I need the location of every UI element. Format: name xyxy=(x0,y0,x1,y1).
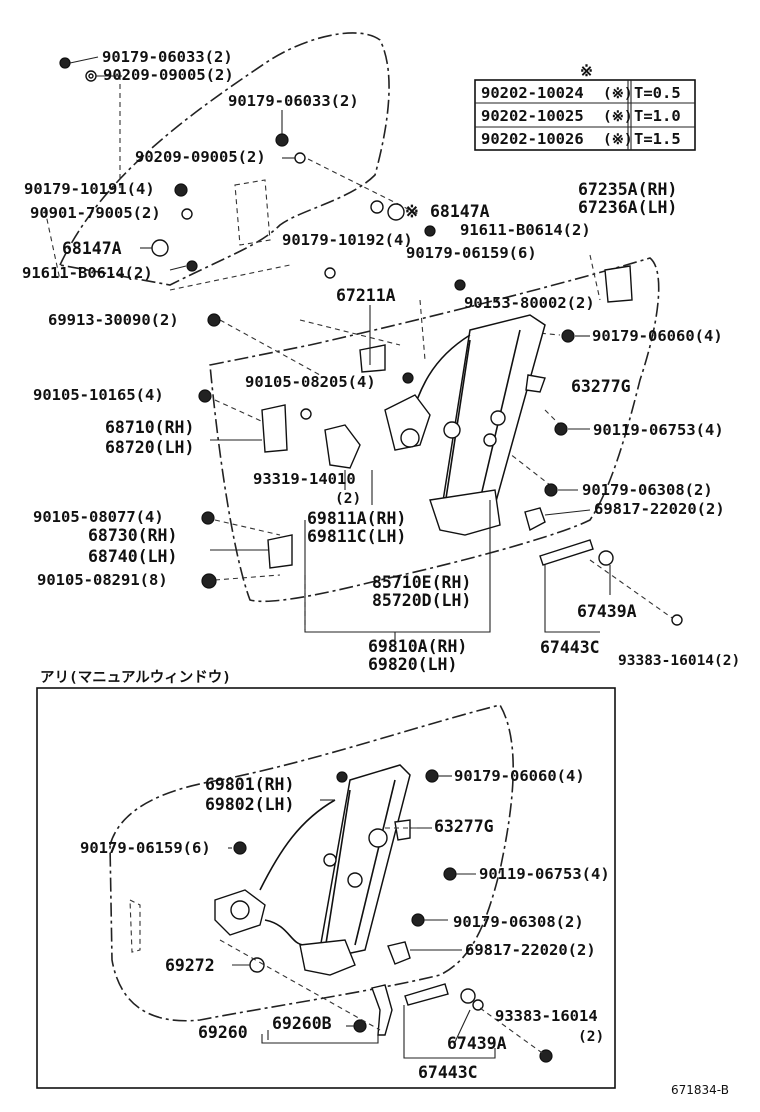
label-b-93383-16014-qty: (2) xyxy=(578,1029,604,1045)
shim-table-mark: ※ xyxy=(580,62,593,80)
label-90105-08291: 90105-08291(8) xyxy=(37,571,168,589)
drawing-id: 671834-B xyxy=(671,1083,729,1097)
label-90179-10192: 90179-10192(4) xyxy=(282,231,413,249)
label-b-90179-06060: 90179-06060(4) xyxy=(454,767,585,785)
label-93383-16014: 93383-16014(2) xyxy=(618,653,740,669)
label-69260: 69260 xyxy=(198,1023,248,1042)
label-90901-79005: 90901-79005(2) xyxy=(30,204,161,222)
label-b-90179-06159: 90179-06159(6) xyxy=(80,839,211,857)
label-90153-80002: 90153-80002(2) xyxy=(464,294,595,312)
shim-row-1-part: 90202-10024 xyxy=(481,84,584,102)
label-93319-14010: 93319-14010 xyxy=(253,470,356,488)
shim-row-1-thickness: T=0.5 xyxy=(634,84,681,102)
label-b-63277g: 63277G xyxy=(434,817,494,836)
label-90179-06308: 90179-06308(2) xyxy=(582,481,713,499)
label-85720d-lh: 85720D(LH) xyxy=(372,591,471,610)
label-90209-09005-a: 90209-09005(2) xyxy=(103,66,234,84)
label-69817-22020: 69817-22020(2) xyxy=(594,500,725,518)
label-69811a-rh: 69811A(RH) xyxy=(307,509,406,528)
fastener-markers-top xyxy=(59,57,683,626)
shim-table: ※ 90202-10024 (※) T=0.5 90202-10025 (※) … xyxy=(474,62,696,151)
label-69802-lh: 69802(LH) xyxy=(205,795,294,814)
label-69810a-rh: 69810A(RH) xyxy=(368,637,467,656)
window-regulator-bottom xyxy=(214,764,449,1036)
label-68730-rh: 68730(RH) xyxy=(88,526,177,545)
shim-row-2-thickness: T=1.0 xyxy=(634,107,681,125)
shim-row-3-thickness: T=1.5 xyxy=(634,130,681,148)
label-90105-08205: 90105-08205(4) xyxy=(245,373,376,391)
label-90105-10165: 90105-10165(4) xyxy=(33,386,164,404)
label-b-90179-06308: 90179-06308(2) xyxy=(453,913,584,931)
label-b-69817-22020: 69817-22020(2) xyxy=(465,941,596,959)
label-69272: 69272 xyxy=(165,956,215,975)
label-b-90119-06753: 90119-06753(4) xyxy=(479,865,610,883)
label-90179-06159: 90179-06159(6) xyxy=(406,244,537,262)
label-69811c-lh: 69811C(LH) xyxy=(307,527,406,546)
label-68147a-b: 68147A xyxy=(62,239,122,258)
label-67211a: 67211A xyxy=(336,286,396,305)
leader-lines-top xyxy=(69,56,611,595)
label-69820-lh: 69820(LH) xyxy=(368,655,457,674)
label-67439a: 67439A xyxy=(577,602,637,621)
mark-asterisk: ※ xyxy=(405,202,419,221)
door-inner-panel-outline xyxy=(209,257,660,603)
label-93319-14010-qty: (2) xyxy=(335,491,361,507)
label-67236a-lh: 67236A(LH) xyxy=(578,198,677,217)
label-90179-10191: 90179-10191(4) xyxy=(24,180,155,198)
inset-frame xyxy=(36,687,616,1089)
label-91611-b0614-a: 91611-B0614(2) xyxy=(460,221,591,239)
label-90209-09005-b: 90209-09005(2) xyxy=(135,148,266,166)
label-b-67439a: 67439A xyxy=(447,1034,507,1053)
shim-row-3-part: 90202-10026 xyxy=(481,130,584,148)
label-68740-lh: 68740(LH) xyxy=(88,547,177,566)
label-b-67443c: 67443C xyxy=(418,1063,478,1082)
label-90179-06033-b: 90179-06033(2) xyxy=(228,92,359,110)
label-68720-lh: 68720(LH) xyxy=(105,438,194,457)
label-68710-rh: 68710(RH) xyxy=(105,418,194,437)
label-90105-08077: 90105-08077(4) xyxy=(33,508,164,526)
label-67235a-rh: 67235A(RH) xyxy=(578,180,677,199)
label-85710e-rh: 85710E(RH) xyxy=(372,573,471,592)
leader-lines-bottom xyxy=(219,775,546,1059)
label-b-93383-16014: 93383-16014 xyxy=(495,1007,598,1025)
label-63277g: 63277G xyxy=(571,377,631,396)
label-67443c: 67443C xyxy=(540,638,600,657)
label-69913-30090: 69913-30090(2) xyxy=(48,311,179,329)
label-90179-06033-a: 90179-06033(2) xyxy=(102,48,233,66)
shim-row-2-flag: (※) xyxy=(603,109,633,125)
shim-row-3-flag: (※) xyxy=(603,132,633,148)
shim-row-2-part: 90202-10025 xyxy=(481,107,584,125)
label-90179-06060: 90179-06060(4) xyxy=(592,327,723,345)
inset-door-outline xyxy=(109,704,514,1022)
inset-title: アリ(マニュアルウィンドウ) xyxy=(40,669,231,686)
window-regulator-top xyxy=(261,265,633,569)
label-69260b: 69260B xyxy=(272,1014,332,1033)
label-91611-b0614-b: 91611-B0614(2) xyxy=(22,264,153,282)
shim-row-1-flag: (※) xyxy=(603,86,633,102)
label-68147a-a: 68147A xyxy=(430,202,490,221)
label-90119-06753: 90119-06753(4) xyxy=(593,421,724,439)
fastener-markers-bottom xyxy=(233,769,553,1063)
door-glass-outline xyxy=(58,32,390,286)
label-69801-rh: 69801(RH) xyxy=(205,775,294,794)
